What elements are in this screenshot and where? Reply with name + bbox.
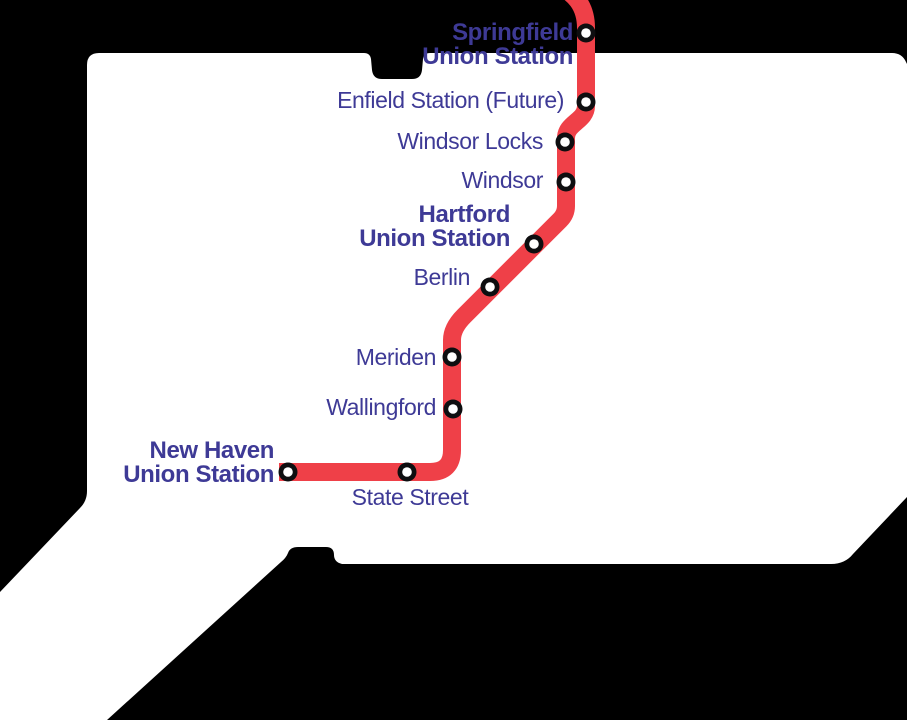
station-dots xyxy=(278,23,596,482)
station-dot-springfield-union-station xyxy=(576,23,596,43)
station-dot-windsor-locks xyxy=(555,132,575,152)
station-dot-windsor xyxy=(556,172,576,192)
station-dot-enfield-station-future xyxy=(576,92,596,112)
station-dot-hartford-union-station xyxy=(524,234,544,254)
station-dot-new-haven-union-station xyxy=(278,462,298,482)
station-dot-wallingford xyxy=(443,399,463,419)
station-dot-berlin xyxy=(480,277,500,297)
station-dot-meriden xyxy=(442,347,462,367)
station-dot-state-street xyxy=(397,462,417,482)
